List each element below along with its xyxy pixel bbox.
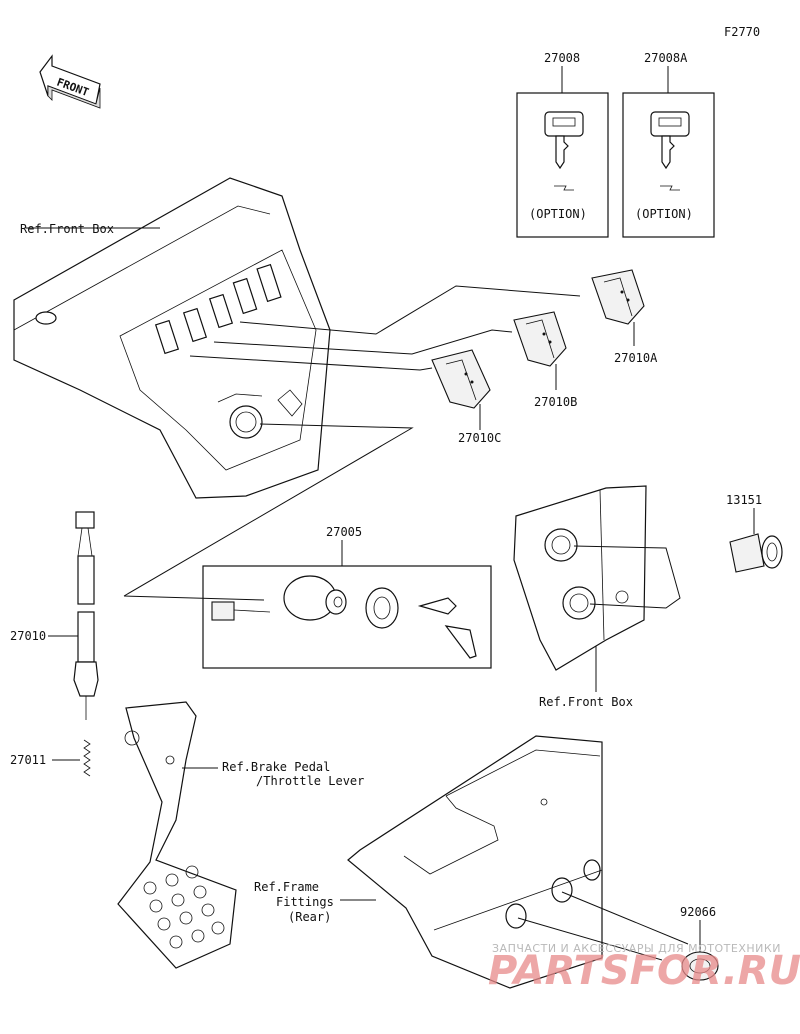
brake-switch-27010: 27010 [10,511,99,720]
part-label-27008: 27008 [544,51,580,65]
part-label-27010c: 27010C [458,431,501,445]
rocker-switch-27010b: 27010B [513,311,577,409]
brake-pedal: Ref.Brake Pedal /Throttle Lever [117,701,364,969]
ref-frame-label-2: Fittings [276,895,334,909]
figure-code: F2770 [724,25,760,39]
watermark-logo: PARTSFOR.RU [488,948,800,994]
option-label-2: (OPTION) [635,207,693,221]
part-label-92066: 92066 [680,905,716,919]
rocker-switch-27010c: 27010C [431,349,501,445]
front-box-lower: Ref.Front Box [513,485,681,709]
front-arrow-icon: FRONT [39,54,101,109]
part-label-27010b: 27010B [534,395,577,409]
option-label-1: (OPTION) [529,207,587,221]
part-label-27005: 27005 [326,525,362,539]
part-label-27011: 27011 [10,753,46,767]
ref-brake-pedal-label-1: Ref.Brake Pedal [222,760,330,774]
ref-frame-label-1: Ref.Frame [254,880,319,894]
ref-front-box-label-1: Ref.Front Box [20,222,114,236]
rocker-switch-27010a: 27010A [591,269,658,365]
ref-front-box-label-2: Ref.Front Box [539,695,633,709]
switch-leader-lines [123,285,581,597]
watermark-tagline: ЗАПЧАСТИ И АКСЕССУАРЫ ДЛЯ МОТОТЕХНИКИ [492,942,781,955]
spring-27011: 27011 [10,739,91,777]
part-label-13151: 13151 [726,493,762,507]
ref-brake-pedal-label-2: /Throttle Lever [256,774,364,788]
part-label-27010a: 27010A [614,351,658,365]
key-27008a-group: 27008A (OPTION) [622,51,715,238]
key-27008-group: 27008 (OPTION) [516,51,609,238]
ignition-switch-27005: 27005 [123,525,492,669]
power-socket-13151: 13151 [726,493,783,573]
part-label-27010: 27010 [10,629,46,643]
pedal-holes [143,865,225,949]
ref-frame-label-3: (Rear) [288,910,331,924]
front-box-dashboard: Ref.Front Box [13,177,331,499]
part-label-27008a: 27008A [644,51,688,65]
frame-fittings-rear: Ref.Frame Fittings (Rear) [254,735,689,989]
plug-92066: 92066 [680,905,719,981]
